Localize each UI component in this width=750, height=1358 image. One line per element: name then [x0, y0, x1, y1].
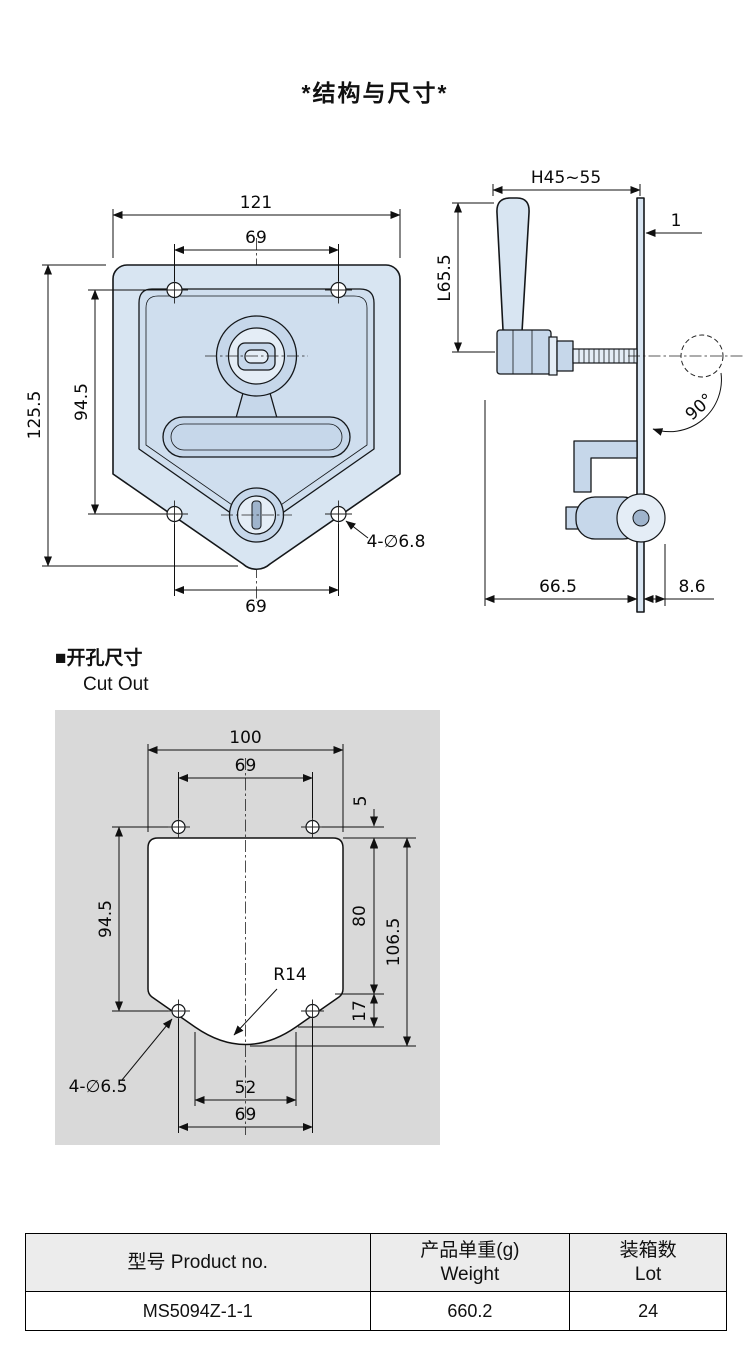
dim-cutout-notch-width-label: 52 [235, 1078, 257, 1098]
dim-cutout-top-offset-label: 5 [351, 796, 371, 807]
dim-front-width-label: 121 [240, 193, 272, 213]
cutout-heading: ■开孔尺寸 Cut Out [55, 646, 148, 697]
cutout-hole-bottom-right [301, 999, 324, 1023]
dim-front-hole-vertical-label: 94.5 [72, 383, 92, 421]
t-handle-grip [162, 416, 351, 458]
dim-cutout-hole-callout-label: 4-∅6.5 [69, 1077, 128, 1097]
page-title: *结构与尺寸* [301, 80, 449, 106]
cam-axle [632, 509, 650, 527]
col-header-lot-en: Lot [634, 1263, 662, 1285]
col-header-lot-cn: 装箱数 [619, 1239, 677, 1261]
cutout-drawing: 100 69 5 94.5 80 17 [55, 710, 440, 1145]
side-view-drawing: 90° H45~55 1 L65.5 66.5 [435, 168, 744, 613]
dim-front-hole-callout-label: 4-∅6.8 [367, 532, 426, 552]
mounting-hole-top-right [325, 276, 352, 304]
dim-depth-label: 66.5 [539, 577, 577, 597]
t-handle-stem [235, 392, 278, 419]
dim-rotation-angle-label: 90° [682, 390, 718, 425]
cutout-hole-top-left [167, 815, 190, 839]
rotation-arc [652, 372, 722, 436]
mounting-hole-bottom-left [161, 500, 188, 528]
dim-grip-range-label: H45~55 [531, 168, 601, 188]
cell-product-no: MS5094Z-1-1 [25, 1291, 371, 1331]
cutout-heading-cn: ■开孔尺寸 [55, 648, 143, 669]
cutout-heading-en: Cut Out [83, 673, 149, 695]
dim-cutout-side-height-label: 80 [350, 905, 370, 927]
front-view-dimensions: 121 69 125.5 94.5 69 4-∅6.8 [25, 193, 425, 617]
handle-lever [496, 197, 530, 333]
washer [548, 336, 558, 376]
side-view-dimensions: H45~55 1 L65.5 66.5 8.6 [435, 168, 714, 606]
cell-lot: 24 [569, 1291, 727, 1331]
panel-plate-edge [636, 197, 645, 613]
col-header-weight-en: Weight [440, 1263, 500, 1285]
col-header-weight: 产品单重(g) Weight [369, 1233, 571, 1292]
cell-weight: 660.2 [369, 1291, 571, 1331]
adjust-nut [556, 340, 574, 372]
col-header-weight-cn: 产品单重(g) [420, 1239, 520, 1261]
dim-front-height-label: 125.5 [25, 391, 45, 440]
dim-cutout-notch-depth-label: 17 [350, 1000, 370, 1022]
col-header-product-no: 型号 Product no. [25, 1233, 371, 1292]
dim-cutout-height-label: 106.5 [384, 918, 404, 967]
pivot-housing [496, 329, 552, 375]
dim-cam-offset-label: 8.6 [678, 577, 705, 597]
mounting-hole-bottom-right [325, 500, 352, 528]
front-view-drawing: 121 69 125.5 94.5 69 4-∅6.8 [25, 193, 425, 617]
dim-cutout-hole-top-label: 69 [235, 756, 257, 776]
dim-handle-length-label: L65.5 [435, 254, 455, 301]
dim-front-hole-top-label: 69 [245, 228, 267, 248]
t-handle-grip-detail [170, 423, 343, 451]
cutout-hole-bottom-left [167, 999, 190, 1023]
pivot-slot [244, 349, 269, 364]
cutout-shape [147, 837, 344, 1046]
dim-cutout-radius-label: R14 [273, 965, 306, 985]
cutout-hole-top-right [301, 815, 324, 839]
col-header-lot: 装箱数 Lot [569, 1233, 727, 1292]
cam-bracket [573, 440, 638, 493]
spec-table-header-row: 型号 Product no. 产品单重(g) Weight 装箱数 Lot [25, 1233, 727, 1292]
dim-cutout-width-label: 100 [229, 728, 261, 748]
technical-drawing: 121 69 125.5 94.5 69 4-∅6.8 [25, 168, 744, 1145]
dim-front-hole-bottom-label: 69 [245, 597, 267, 617]
dim-cutout-hole-vertical-label: 94.5 [96, 900, 116, 938]
cutout-dimensions: 100 69 5 94.5 80 17 [69, 728, 416, 1133]
spec-table: 型号 Product no. 产品单重(g) Weight 装箱数 Lot MS… [25, 1233, 727, 1331]
threaded-rod [572, 348, 638, 364]
thread-ticks [578, 349, 635, 363]
dim-panel-thickness-label: 1 [671, 211, 682, 231]
spec-table-data-row: MS5094Z-1-1 660.2 24 [25, 1291, 727, 1331]
dim-cutout-hole-bottom-label: 69 [235, 1105, 257, 1125]
